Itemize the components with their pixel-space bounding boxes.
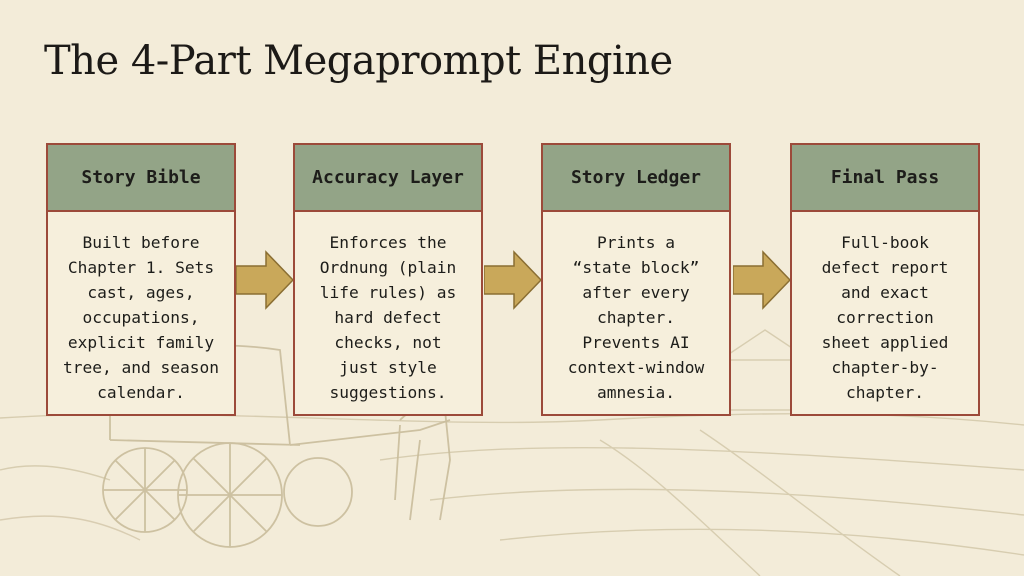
page-title: The 4-Part Megaprompt Engine bbox=[44, 38, 673, 84]
step-header: Story Ledger bbox=[543, 145, 729, 212]
arrow-right-icon bbox=[236, 250, 294, 310]
step-header: Final Pass bbox=[792, 145, 978, 212]
step-description: Full-book defect report and exact correc… bbox=[821, 233, 949, 402]
step-card-story-bible: Story Bible Built before Chapter 1. Sets… bbox=[46, 143, 236, 416]
step-description: Prints a “state block” after every chapt… bbox=[567, 233, 705, 402]
step-card-accuracy-layer: Accuracy Layer Enforces the Ordnung (pla… bbox=[293, 143, 483, 416]
step-description: Enforces the Ordnung (plain life rules) … bbox=[319, 233, 457, 402]
step-description: Built before Chapter 1. Sets cast, ages,… bbox=[63, 233, 219, 402]
arrow-right-icon bbox=[484, 250, 542, 310]
step-card-story-ledger: Story Ledger Prints a “state block” afte… bbox=[541, 143, 731, 416]
arrow-right-icon bbox=[733, 250, 791, 310]
step-header: Story Bible bbox=[48, 145, 234, 212]
step-header: Accuracy Layer bbox=[295, 145, 481, 212]
step-card-final-pass: Final Pass Full-book defect report and e… bbox=[790, 143, 980, 416]
